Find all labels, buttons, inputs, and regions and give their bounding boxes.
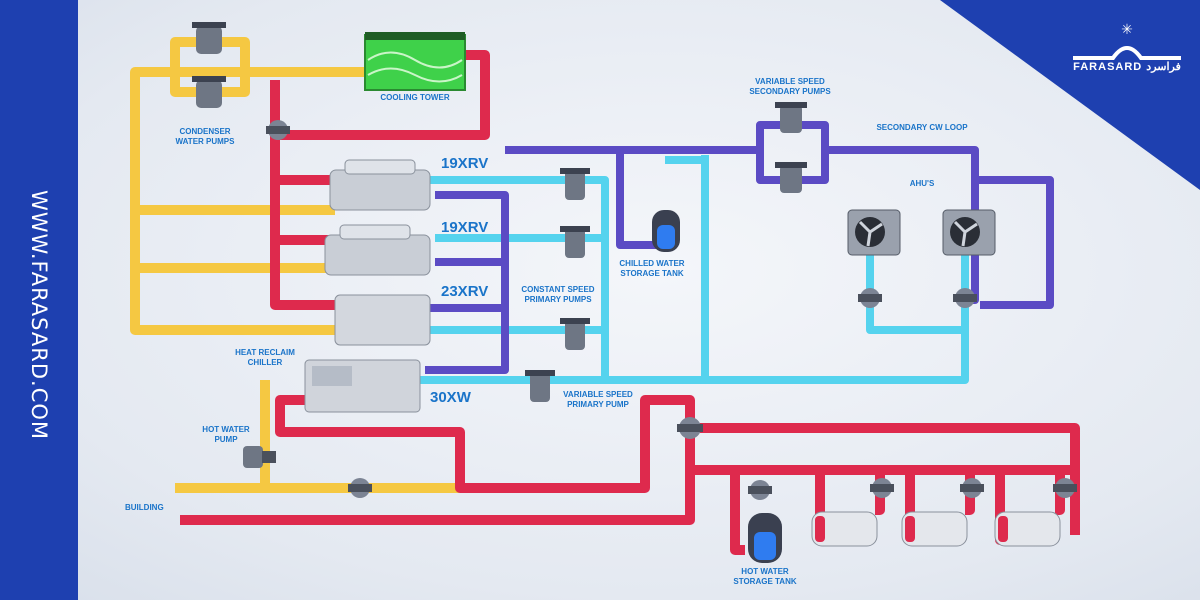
valve-icon[interactable] <box>677 417 703 439</box>
building-label: BUILDING <box>125 503 164 512</box>
condenser-pump-bottom[interactable] <box>192 76 226 108</box>
primary-pump-2[interactable] <box>560 226 590 258</box>
brand-sidebar: WWW.FARASARD.COM <box>0 0 78 600</box>
cooling-tower <box>364 32 466 91</box>
chiller-19xrv-1 <box>329 159 431 211</box>
hot-water-tank <box>748 513 782 563</box>
valve-icon[interactable] <box>953 288 977 308</box>
variable-primary-label-2: PRIMARY PUMP <box>567 400 629 409</box>
constant-speed-label-2: PRIMARY PUMPS <box>524 295 592 304</box>
chiller-19xrv-2 <box>324 224 431 276</box>
secondary-pump-bottom[interactable] <box>775 162 807 193</box>
valve-icon[interactable] <box>858 288 882 308</box>
chiller-2-model: 19XRV <box>441 219 488 236</box>
secondary-loop-label: SECONDARY CW LOOP <box>876 123 968 132</box>
hot-water-pump-label-1: HOT WATER <box>202 425 250 434</box>
cooling-tower-label: COOLING TOWER <box>380 93 449 102</box>
ahu-fan-1 <box>847 209 901 256</box>
primary-pump-3[interactable] <box>560 318 590 350</box>
valve-icon[interactable] <box>348 478 372 498</box>
chilled-water-tank <box>652 210 680 252</box>
hot-tank-label-2: STORAGE TANK <box>733 577 796 586</box>
variable-primary-pump[interactable] <box>525 370 555 402</box>
variable-primary-label-1: VARIABLE SPEED <box>563 390 633 399</box>
chiller-30xw <box>304 359 421 413</box>
boiler-3 <box>994 511 1061 547</box>
boiler-2 <box>901 511 968 547</box>
valve-icon[interactable] <box>870 478 894 498</box>
constant-speed-label-1: CONSTANT SPEED <box>521 285 594 294</box>
valve-icon[interactable] <box>748 480 772 500</box>
chilled-tank-label-2: STORAGE TANK <box>620 269 683 278</box>
condenser-pump-top[interactable] <box>192 22 226 54</box>
secondary-pump-top[interactable] <box>775 102 807 133</box>
boiler-1 <box>811 511 878 547</box>
farasard-logo: ✳ <box>1073 22 1181 60</box>
valve-icon[interactable] <box>960 478 984 498</box>
hot-water-pump-label-2: PUMP <box>214 435 238 444</box>
ahus-label: AHU'S <box>910 179 935 188</box>
hot-tank-label-1: HOT WATER <box>741 567 789 576</box>
primary-pump-1[interactable] <box>560 168 590 200</box>
hot-water-pump[interactable] <box>243 446 276 468</box>
valve-icon[interactable] <box>266 120 290 140</box>
variable-secondary-label-1: VARIABLE SPEED <box>755 77 825 86</box>
logo-text: FARASARD فراسرد <box>1073 61 1181 73</box>
chiller-23xrv <box>334 294 431 346</box>
svg-text:✳: ✳ <box>1121 22 1133 38</box>
condenser-pumps-label-2: WATER PUMPS <box>176 137 236 146</box>
website-url[interactable]: WWW.FARASARD.COM <box>27 189 51 441</box>
condenser-pumps-label-1: CONDENSER <box>179 127 230 136</box>
variable-secondary-label-2: SECONDARY PUMPS <box>749 87 831 96</box>
heat-reclaim-label-1: HEAT RECLAIM <box>235 348 295 357</box>
ahu-fan-2 <box>942 209 996 256</box>
heat-reclaim-label-2: CHILLER <box>248 358 283 367</box>
chilled-tank-label-1: CHILLED WATER <box>619 259 684 268</box>
chiller-1-model: 19XRV <box>441 155 488 172</box>
chiller-3-model: 23XRV <box>441 283 488 300</box>
chiller-4-model: 30XW <box>430 389 472 406</box>
valve-icon[interactable] <box>1053 478 1077 498</box>
